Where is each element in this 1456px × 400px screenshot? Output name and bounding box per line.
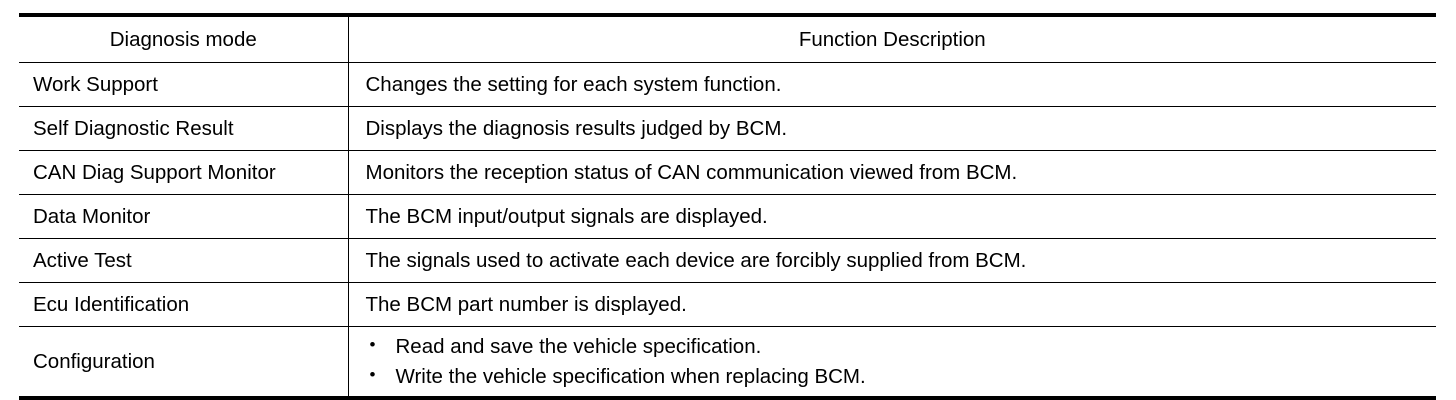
list-item-text: Read and save the vehicle specification. — [395, 335, 762, 359]
header-label-function-description: Function Description — [798, 27, 986, 51]
description-text: The BCM input/output signals are display… — [365, 204, 768, 228]
list-item: • Read and save the vehicle specification… — [366, 332, 1437, 361]
description-text: Displays the diagnosis results judged by… — [365, 116, 788, 140]
cell-function-description: Monitors the reception status of CAN com… — [348, 150, 1436, 195]
header-label-diagnosis-mode: Diagnosis mode — [109, 27, 257, 51]
cell-function-description: The signals used to activate each device… — [348, 238, 1436, 283]
header-cell-function-description: Function Description — [348, 13, 1436, 63]
description-text: Monitors the reception status of CAN com… — [365, 160, 1018, 184]
table-row: Configuration • Read and save the vehicle… — [19, 326, 1437, 400]
bullet-icon: • — [369, 335, 376, 355]
table-row: Work Support Changes the setting for eac… — [19, 62, 1436, 107]
list-item: • Write the vehicle specification when re… — [366, 362, 1437, 391]
table-row: Active Test The signals used to activate… — [19, 238, 1436, 283]
cell-diagnosis-mode: Active Test — [19, 238, 349, 283]
table-row: Self Diagnostic Result Displays the diag… — [19, 106, 1436, 151]
table-row: Ecu Identification The BCM part number i… — [19, 282, 1436, 327]
cell-diagnosis-mode: Work Support — [19, 62, 349, 107]
table-header-row: Diagnosis mode Function Description — [19, 13, 1436, 63]
description-text: The BCM part number is displayed. — [365, 292, 687, 316]
bullet-icon: • — [369, 364, 376, 384]
mode-label: Self Diagnostic Result — [33, 116, 234, 140]
cell-diagnosis-mode: Self Diagnostic Result — [19, 106, 349, 151]
description-bullet-list: • Read and save the vehicle specification… — [349, 332, 1437, 390]
cell-diagnosis-mode: Configuration — [19, 326, 349, 400]
mode-label: Configuration — [33, 349, 155, 373]
cell-function-description: Displays the diagnosis results judged by… — [348, 106, 1436, 151]
mode-label: CAN Diag Support Monitor — [33, 160, 276, 184]
description-text: Changes the setting for each system func… — [365, 72, 782, 96]
table-row: CAN Diag Support Monitor Monitors the re… — [19, 150, 1436, 195]
mode-label: Ecu Identification — [33, 292, 190, 316]
mode-label: Work Support — [33, 72, 158, 96]
cell-diagnosis-mode: Data Monitor — [19, 194, 349, 239]
diagnosis-mode-table: Diagnosis mode Function Description Work… — [19, 13, 1436, 400]
cell-function-description: The BCM part number is displayed. — [348, 282, 1436, 327]
cell-function-description: The BCM input/output signals are display… — [348, 194, 1436, 239]
mode-label: Active Test — [33, 248, 132, 272]
cell-diagnosis-mode: CAN Diag Support Monitor — [19, 150, 349, 195]
cell-function-description: Changes the setting for each system func… — [348, 62, 1436, 107]
table-row: Data Monitor The BCM input/output signal… — [19, 194, 1436, 239]
list-item-text: Write the vehicle specification when rep… — [395, 364, 866, 388]
header-cell-diagnosis-mode: Diagnosis mode — [19, 13, 349, 63]
cell-diagnosis-mode: Ecu Identification — [19, 282, 349, 327]
description-text: The signals used to activate each device… — [365, 248, 1027, 272]
mode-label: Data Monitor — [33, 204, 151, 228]
cell-function-description: • Read and save the vehicle specification… — [348, 326, 1437, 400]
